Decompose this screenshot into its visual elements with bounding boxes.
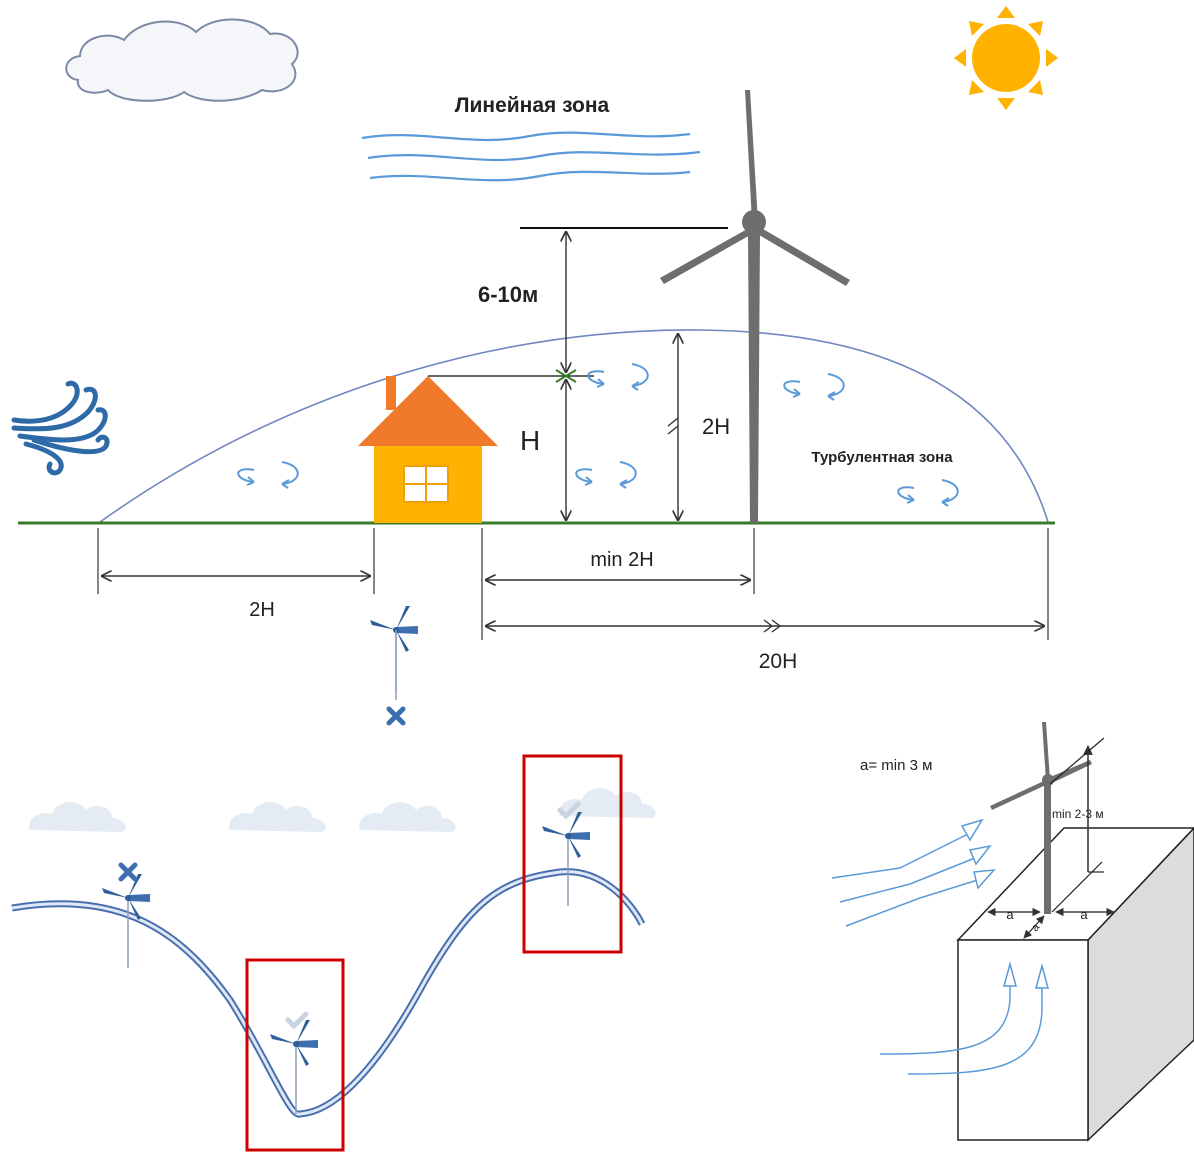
turbulence-dome bbox=[99, 329, 1049, 523]
house-icon bbox=[358, 376, 498, 523]
highlight-box-valley bbox=[245, 958, 345, 1152]
turbulent-zone-label: Турбулентная зона bbox=[811, 449, 953, 466]
linear-zone-label: Линейная зона bbox=[455, 94, 610, 117]
checkmark-icon bbox=[557, 801, 581, 820]
highlight-box-hilltop bbox=[522, 754, 623, 954]
wind-gust-icon bbox=[11, 380, 110, 476]
upwind-distance-label: 2H bbox=[249, 599, 275, 621]
wind-turbine-icon bbox=[269, 1019, 319, 1115]
mast-height-label: min 2-3 м bbox=[1052, 807, 1104, 821]
laminar-flow-lines bbox=[361, 131, 701, 182]
wind-flow-arrows bbox=[831, 818, 1049, 1075]
a-left-label: a bbox=[1006, 907, 1014, 922]
wind-turbine-icon bbox=[990, 722, 1092, 914]
hill-terrain bbox=[11, 868, 646, 1118]
height-offset-label: 6-10м bbox=[478, 282, 538, 307]
cross-icon bbox=[386, 706, 406, 726]
sun-icon bbox=[954, 6, 1058, 110]
wind-turbine-icon bbox=[660, 90, 850, 523]
canopy-height-label: 2H bbox=[702, 414, 730, 439]
cloud-icon bbox=[65, 18, 299, 102]
wind-turbine-icon bbox=[369, 605, 419, 701]
cross-icon bbox=[118, 862, 138, 882]
turbulence-swirl-icon bbox=[237, 363, 959, 507]
building-box bbox=[956, 744, 1194, 1142]
min-distance-label: min 2H bbox=[590, 549, 653, 571]
total-distance-label: 20H bbox=[759, 650, 798, 673]
house-height-label: H bbox=[520, 425, 540, 456]
wind-turbine-icon bbox=[541, 811, 591, 907]
a-right-label: a bbox=[1080, 907, 1088, 922]
checkmark-icon bbox=[285, 1011, 309, 1030]
a-definition-label: a= min 3 м bbox=[860, 757, 932, 774]
